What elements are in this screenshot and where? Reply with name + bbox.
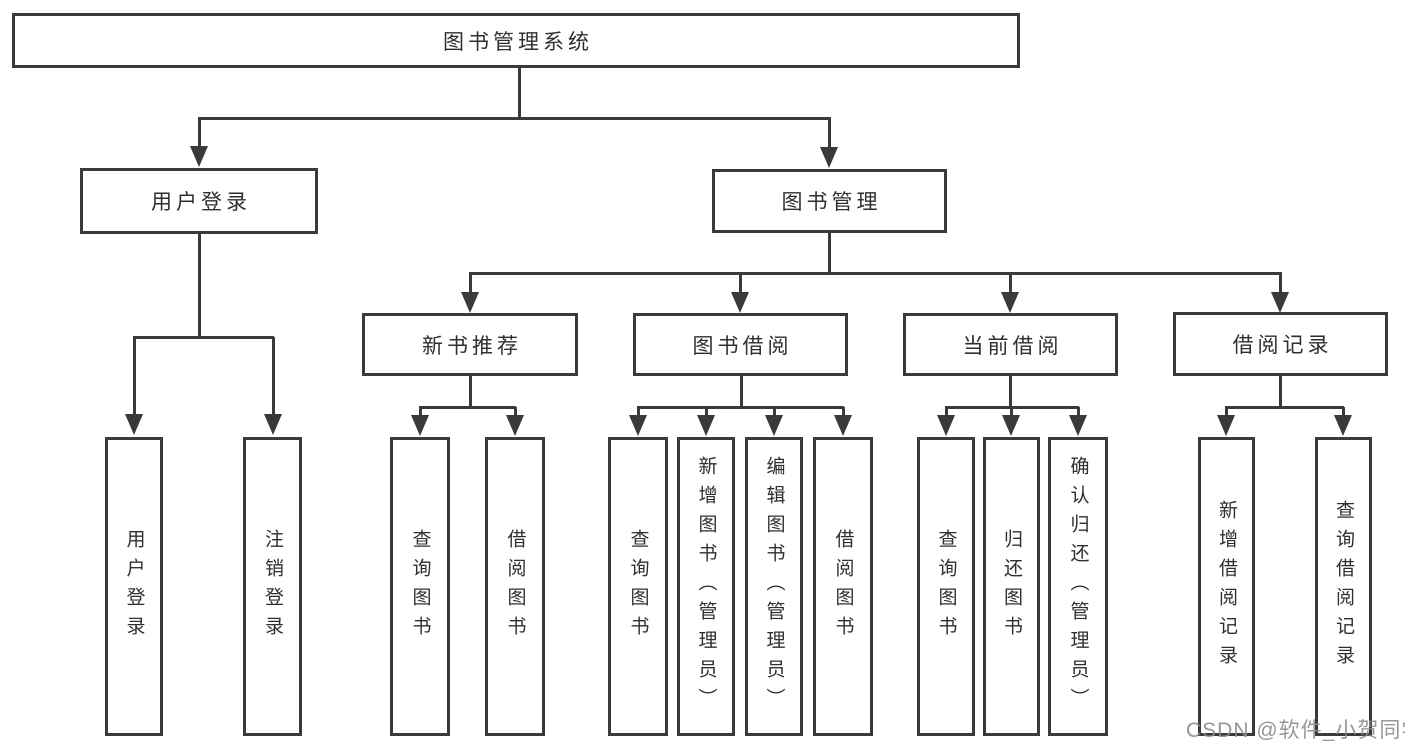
connector-line [133, 337, 136, 414]
connector-line [1225, 406, 1344, 409]
connector-line [1009, 273, 1012, 292]
leaf-confirm-return-admin: 确认归还（管理员） [1048, 437, 1108, 736]
leaf-label: 新增借阅记录 [1216, 499, 1237, 674]
connector-line [469, 273, 472, 292]
connector-line [705, 407, 708, 415]
leaf-query-book-3: 查询图书 [917, 437, 975, 736]
leaf-logout: 注销登录 [243, 437, 302, 736]
node-book-borrowing: 图书借阅 [633, 313, 848, 376]
arrowhead [1002, 415, 1020, 436]
connector-line [828, 231, 831, 275]
node-borrowing-records: 借阅记录 [1173, 312, 1388, 376]
leaf-label: 注销登录 [262, 528, 283, 645]
leaf-label: 查询图书 [409, 528, 431, 645]
connector-line [272, 337, 275, 414]
leaf-borrow-book-1: 借阅图书 [485, 437, 545, 736]
leaf-label: 编辑图书（管理员） [763, 456, 785, 717]
connector-line [1077, 407, 1080, 415]
arrowhead [765, 415, 783, 436]
arrowhead [125, 414, 143, 435]
connector-line [469, 272, 1282, 275]
connector-line [637, 407, 640, 415]
connector-line [198, 117, 831, 120]
leaf-return-book: 归还图书 [983, 437, 1040, 736]
connector-line [1009, 374, 1012, 408]
leaf-label: 用户登录 [123, 528, 145, 645]
arrowhead [264, 414, 282, 435]
connector-line [133, 336, 274, 339]
connector-line [514, 407, 517, 415]
connector-line [1279, 273, 1282, 292]
connector-line [469, 374, 472, 408]
connector-line [739, 273, 742, 292]
connector-line [1342, 407, 1345, 415]
arrowhead [461, 292, 479, 313]
arrowhead [411, 415, 429, 436]
arrowhead [731, 292, 749, 313]
connector-line [945, 407, 948, 415]
node-label: 图书借阅 [692, 334, 793, 358]
connector-line [637, 406, 844, 409]
csdn-watermark: CSDN @软件_小贺同学 [1186, 719, 1405, 742]
arrowhead [1334, 415, 1352, 436]
arrowhead [629, 415, 647, 436]
leaf-label: 确认归还（管理员） [1067, 456, 1089, 717]
connector-line [842, 407, 845, 415]
connector-line [1279, 374, 1282, 408]
connector-line [518, 66, 521, 119]
connector-line [1010, 407, 1013, 415]
node-library-management-system: 图书管理系统 [12, 13, 1020, 68]
leaf-label: 查询图书 [935, 528, 957, 645]
arrowhead [1069, 415, 1087, 436]
node-new-book-recommend: 新书推荐 [362, 313, 578, 376]
arrowhead [937, 415, 955, 436]
node-label: 图书管理 [781, 191, 882, 214]
leaf-label: 借阅图书 [504, 528, 526, 645]
node-label: 用户登录 [151, 191, 251, 214]
node-book-management: 图书管理 [712, 169, 947, 233]
leaf-borrow-book-2: 借阅图书 [813, 437, 873, 736]
connector-line [740, 374, 743, 408]
node-label: 新书推荐 [422, 334, 522, 358]
leaf-add-borrow-record: 新增借阅记录 [1198, 437, 1255, 736]
leaf-label: 借阅图书 [832, 528, 854, 645]
leaf-query-book-2: 查询图书 [608, 437, 668, 736]
leaf-query-borrow-record: 查询借阅记录 [1315, 437, 1372, 736]
arrowhead [820, 147, 838, 168]
leaf-label: 查询借阅记录 [1333, 499, 1354, 674]
node-label: 图书管理系统 [443, 30, 593, 54]
connector-line [773, 407, 776, 415]
connector-line [198, 232, 201, 338]
node-current-borrowing: 当前借阅 [903, 313, 1118, 376]
arrowhead [506, 415, 524, 436]
node-label: 借阅记录 [1232, 334, 1333, 357]
arrowhead [190, 146, 208, 167]
node-label: 当前借阅 [962, 334, 1063, 358]
arrowhead [1271, 292, 1289, 313]
connector-line [828, 118, 831, 147]
leaf-label: 查询图书 [627, 528, 649, 645]
node-user-login: 用户登录 [80, 168, 318, 234]
leaf-label: 新增图书（管理员） [695, 456, 717, 717]
leaf-user-login: 用户登录 [105, 437, 163, 736]
connector-line [419, 406, 516, 409]
connector-line [1225, 407, 1228, 415]
connector-line [419, 407, 422, 415]
leaf-label: 归还图书 [1001, 528, 1022, 645]
arrowhead [1217, 415, 1235, 436]
connector-line [198, 118, 201, 146]
leaf-query-book-1: 查询图书 [390, 437, 450, 736]
leaf-edit-book-admin: 编辑图书（管理员） [745, 437, 803, 736]
arrowhead [1001, 292, 1019, 313]
leaf-add-book-admin: 新增图书（管理员） [677, 437, 735, 736]
arrowhead [834, 415, 852, 436]
arrowhead [697, 415, 715, 436]
